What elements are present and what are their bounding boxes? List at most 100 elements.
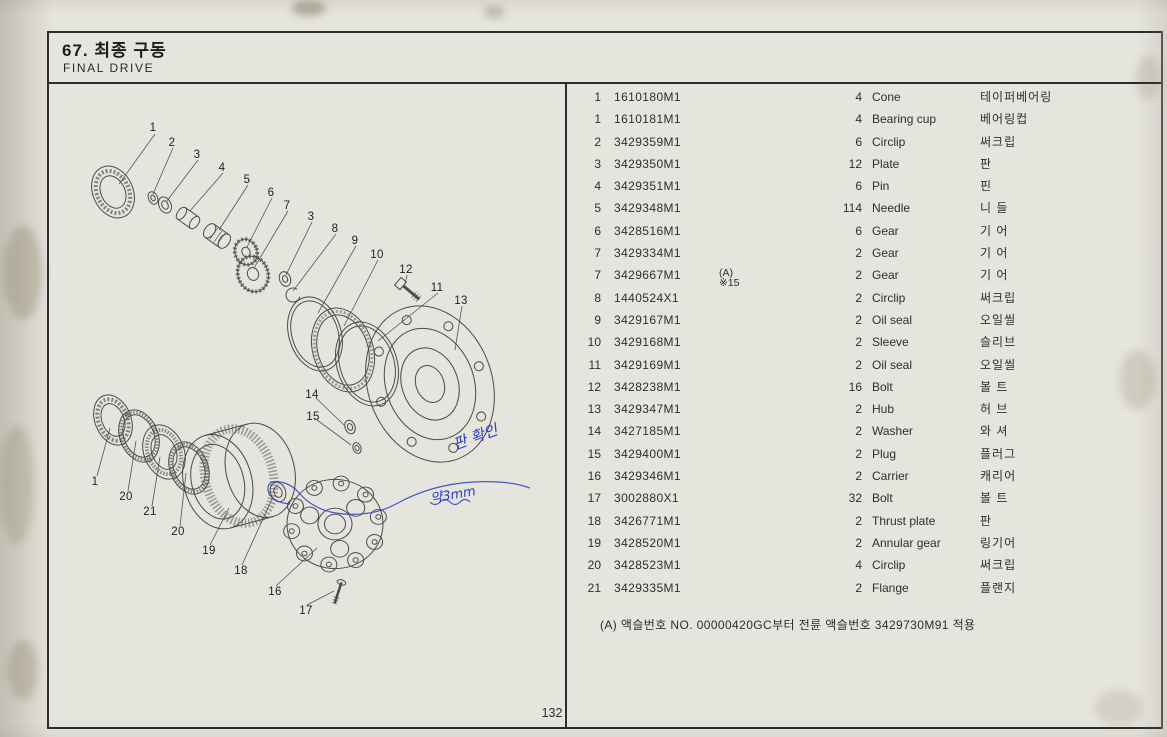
part-name-kr: 판 — [980, 156, 993, 171]
part-ref-number: 7 — [594, 246, 601, 261]
part-quantity: 16 — [848, 379, 862, 394]
part-name-kr: 캐리어 — [980, 469, 1017, 484]
part-name-kr: 플러그 — [980, 446, 1017, 461]
part-name-en: Oil seal — [872, 357, 913, 372]
parts-row: 13 3429347M1 2 Hub 허 브 — [575, 402, 1135, 424]
part-number: 3428520M1 — [614, 535, 681, 550]
parts-row: 7 3429334M1 2 Gear 기 어 — [575, 246, 1135, 268]
parts-row: 6 3428516M1 6 Gear 기 어 — [575, 224, 1135, 246]
part-number: 3429350M1 — [614, 156, 681, 171]
parts-row: 12 3428238M1 16 Bolt 볼 트 — [575, 380, 1135, 402]
parts-footnote: (A) 액슬번호 NO. 00000420GC부터 전륜 액슬번호 342973… — [600, 618, 976, 632]
callout-14: 14 — [305, 389, 319, 401]
part-quantity: 4 — [855, 558, 862, 573]
part-name-en: Plug — [872, 446, 897, 461]
part-quantity: 2 — [855, 357, 862, 372]
part-name-en: Bolt — [872, 379, 893, 394]
part-name-en: Pin — [872, 179, 890, 194]
part-ref-number: 16 — [587, 469, 601, 484]
part-name-en: Needle — [872, 201, 911, 216]
part-number: 3429346M1 — [614, 469, 681, 484]
part-name-en: Bearing cup — [872, 112, 937, 127]
part-name-en: Carrier — [872, 469, 909, 484]
part-number: 3429351M1 — [614, 179, 681, 194]
part-ref-number: 2 — [594, 134, 601, 149]
parts-row: 8 1440524X1 2 Circlip 써크립 — [575, 291, 1135, 313]
part-number: 3429347M1 — [614, 402, 681, 417]
part-quantity: 4 — [855, 90, 862, 104]
part-ref-number: 4 — [594, 179, 601, 194]
part-quantity: 32 — [848, 491, 862, 506]
parts-row: 19 3428520M1 2 Annular gear 링기어 — [575, 536, 1135, 558]
callout-5: 5 — [243, 174, 251, 186]
parts-row: 20 3428523M1 4 Circlip 써크립 — [575, 558, 1135, 580]
callout-9: 9 — [351, 235, 359, 247]
part-name-kr: 니 들 — [980, 201, 1009, 216]
part-number: 3429334M1 — [614, 246, 681, 261]
callout-1: 1 — [149, 122, 157, 134]
part-ref-number: 19 — [587, 535, 601, 550]
part-number: 1440524X1 — [614, 290, 679, 305]
callout-3: 3 — [193, 149, 201, 161]
part-name-en: Annular gear — [872, 535, 941, 550]
callout-19: 19 — [202, 545, 216, 557]
part-number: 3429168M1 — [614, 335, 681, 350]
parts-row: 18 3426771M1 2 Thrust plate 판 — [575, 514, 1135, 536]
part-note: (A)※15 — [719, 267, 740, 290]
callout-16: 16 — [268, 586, 282, 598]
part-name-kr: 기 어 — [980, 268, 1009, 283]
callout-2: 2 — [168, 137, 176, 149]
part-name-kr: 써크립 — [980, 134, 1017, 149]
part-name-en: Circlip — [872, 290, 906, 305]
part-name-en: Gear — [872, 268, 899, 283]
scan-stain — [292, 0, 326, 16]
part-ref-number: 8 — [594, 290, 601, 305]
parts-row: 21 3429335M1 2 Flange 플랜지 — [575, 581, 1135, 603]
part-quantity: 2 — [855, 580, 862, 595]
part-quantity: 4 — [855, 112, 862, 127]
callout-18: 18 — [234, 565, 248, 577]
part-quantity: 114 — [842, 201, 862, 216]
part-number: 3428523M1 — [614, 558, 681, 573]
part-quantity: 2 — [855, 402, 862, 417]
part-quantity: 2 — [855, 268, 862, 283]
part-ref-number: 12 — [587, 379, 601, 394]
parts-row: 17 3002880X1 32 Bolt 볼 트 — [575, 491, 1135, 513]
part-name-kr: 링기어 — [980, 535, 1017, 550]
frame-bottom-rule — [47, 727, 1163, 729]
callout-4: 4 — [218, 162, 226, 174]
part-ref-number: 7 — [594, 268, 601, 283]
callout-20: 20 — [119, 491, 133, 503]
part-name-kr: 와 셔 — [980, 424, 1009, 439]
part-name-en: Circlip — [872, 134, 906, 149]
part-name-en: Oil seal — [872, 312, 913, 327]
part-name-en: Hub — [872, 402, 895, 417]
part-number: 3427185M1 — [614, 424, 681, 439]
part-quantity: 2 — [855, 513, 862, 528]
part-name-kr: 베어링컵 — [980, 112, 1029, 127]
part-name-kr: 기 어 — [980, 223, 1009, 238]
part-quantity: 2 — [855, 446, 862, 461]
part-quantity: 2 — [855, 335, 862, 350]
part-name-kr: 테이퍼베어링 — [980, 90, 1053, 104]
part-name-kr: 오일씰 — [980, 312, 1017, 327]
part-name-en: Bolt — [872, 491, 893, 506]
scan-stain — [8, 640, 38, 700]
callout-20: 20 — [171, 526, 185, 538]
part-name-en: Plate — [872, 156, 900, 171]
part-number: 1610181M1 — [614, 112, 681, 127]
part-ref-number: 11 — [588, 357, 601, 372]
part-quantity: 6 — [855, 223, 862, 238]
parts-row: 11 3429169M1 2 Oil seal 오일씰 — [575, 358, 1135, 380]
parts-row: 4 3429351M1 6 Pin 핀 — [575, 179, 1135, 201]
part-ref-number: 1 — [594, 112, 601, 127]
part-ref-number: 10 — [587, 335, 601, 350]
scan-stain — [484, 6, 504, 18]
parts-row: 7 3429667M1 (A)※15 2 Gear 기 어 — [575, 268, 1135, 290]
part-quantity: 12 — [848, 156, 862, 171]
part-name-en: Washer — [872, 424, 913, 439]
panel-divider-rule — [565, 82, 567, 727]
part-quantity: 2 — [855, 312, 862, 327]
part-ref-number: 15 — [587, 446, 601, 461]
part-ref-number: 3 — [594, 156, 601, 171]
